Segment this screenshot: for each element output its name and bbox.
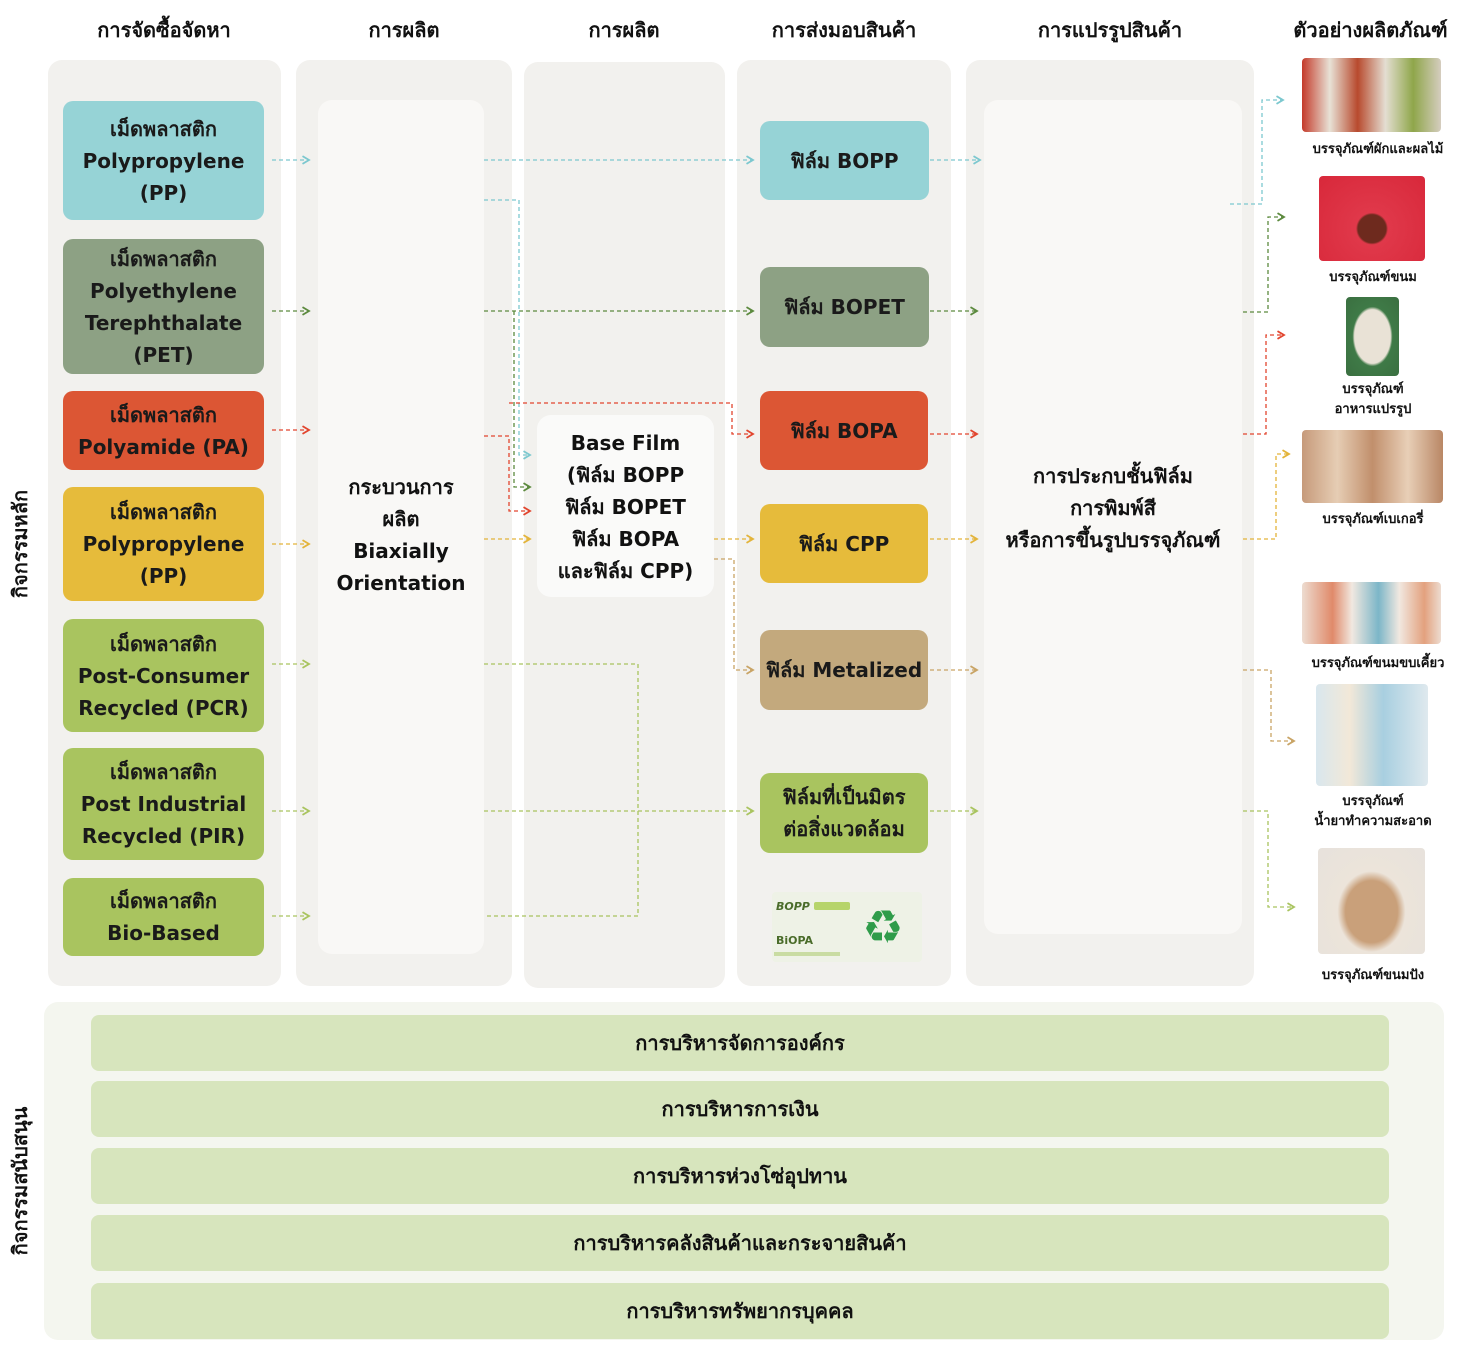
- example-caption: บรรจุภัณฑ์ขนมปัง: [1283, 966, 1463, 986]
- vegetable-fruit-package-image: [1302, 58, 1441, 132]
- raw-material-label: (PET): [133, 342, 194, 367]
- film-label: ฟิล์ม BOPA: [790, 418, 898, 443]
- example-caption-line: บรรจุภัณฑ์เบเกอรี่: [1322, 512, 1424, 527]
- conversion-inner: [984, 100, 1242, 934]
- process-line: ผลิต: [382, 507, 420, 531]
- raw-material-label: เม็ดพลาสติก: [110, 889, 217, 913]
- example-caption-line: บรรจุภัณฑ์ผักและผลไม้: [1312, 142, 1444, 157]
- header-delivery: การส่งมอบสินค้า: [771, 18, 917, 42]
- example-caption-line: บรรจุภัณฑ์: [1342, 382, 1404, 397]
- raw-material-label: (PP): [139, 564, 188, 588]
- example-caption-line: บรรจุภัณฑ์: [1342, 794, 1404, 809]
- raw-material-label: Polypropylene: [82, 532, 245, 556]
- process-line: กระบวนการ: [348, 475, 454, 499]
- bopp-logo: BOPP: [776, 900, 810, 913]
- header-production-1: การผลิต: [368, 18, 440, 42]
- base-film-line: และฟิล์ม CPP): [557, 558, 694, 583]
- film-label: ฟิล์มที่เป็นมิตร: [782, 785, 906, 809]
- film-metalized: ฟิล์ม Metalized: [760, 630, 928, 710]
- raw-material-bio-based: เม็ดพลาสติก Bio-Based: [63, 878, 264, 956]
- example-caption-line: อาหารแปรรูป: [1334, 402, 1412, 417]
- conversion-line: หรือการขึ้นรูปบรรจุภัณฑ์: [1005, 528, 1221, 552]
- raw-material-pp: เม็ดพลาสติก Polypropylene (PP): [63, 101, 264, 220]
- conversion-line: การประกบชั้นฟิล์ม: [1033, 464, 1193, 488]
- example-caption: บรรจุภัณฑ์น้ำยาทำความสะอาด: [1283, 792, 1463, 832]
- raw-material-label: Post-Consumer: [77, 663, 250, 688]
- raw-material-label: Polypropylene: [82, 148, 245, 173]
- process-line: Orientation: [336, 571, 466, 595]
- film-label: ฟิล์ม BOPET: [784, 295, 905, 319]
- example-caption-line: บรรจุภัณฑ์ขนมปัง: [1321, 968, 1425, 983]
- process-line: Biaxially: [353, 539, 449, 563]
- base-film-line: (ฟิล์ม BOPP: [566, 462, 685, 487]
- header-procurement: การจัดซื้อจัดหา: [97, 18, 231, 42]
- base-film-label: Base Film (ฟิล์ม BOPP ฟิล์ม BOPET ฟิล์ม BOP…: [537, 424, 714, 589]
- support-activity-bar: การบริหารห่วงโซ่อุปทาน: [91, 1148, 1389, 1204]
- film-label: ฟิล์ม CPP: [798, 531, 890, 556]
- header-examples: ตัวอย่างผลิตภัณฑ์: [1293, 18, 1448, 42]
- example-caption-line: บรรจุภัณฑ์ขนมขบเคี้ยว: [1311, 656, 1445, 671]
- conversion-label: การประกบชั้นฟิล์มการพิมพ์สีหรือการขึ้นรู…: [984, 458, 1242, 558]
- film-cpp: ฟิล์ม CPP: [760, 504, 928, 583]
- raw-material-label: Polyethylene: [90, 278, 237, 303]
- raw-material-label: เม็ดพลาสติก: [110, 116, 217, 141]
- film-bopp: ฟิล์ม BOPP: [760, 121, 929, 200]
- header-production-2: การผลิต: [588, 18, 660, 42]
- base-film-box: [537, 415, 714, 597]
- eco-logos: BOPP BiOPA ♻: [772, 892, 922, 962]
- snack-pouch-image: [1302, 582, 1441, 644]
- raw-material-label: Polyamide (PA): [78, 434, 249, 459]
- example-caption: บรรจุภัณฑ์อาหารแปรรูป: [1283, 380, 1463, 420]
- snack-package-image: [1319, 176, 1425, 261]
- raw-material-label: Recycled (PCR): [78, 695, 249, 720]
- film-label: ฟิล์ม Metalized: [765, 658, 923, 682]
- conversion-line: การพิมพ์สี: [1070, 496, 1156, 520]
- example-caption-line: บรรจุภัณฑ์ขนม: [1329, 270, 1417, 285]
- support-activity-bar: การบริหารจัดการองค์กร: [91, 1015, 1389, 1071]
- bread-package-image: [1318, 848, 1425, 954]
- logo-strip: [774, 952, 840, 956]
- example-caption: บรรจุภัณฑ์ขนม: [1283, 268, 1463, 288]
- raw-material-pp-2: เม็ดพลาสติก Polypropylene (PP): [63, 487, 264, 601]
- support-activity-bar: การบริหารการเงิน: [91, 1081, 1389, 1137]
- process-inner: [318, 100, 484, 954]
- raw-material-pa: เม็ดพลาสติก Polyamide (PA): [63, 391, 264, 470]
- base-film-line: ฟิล์ม BOPET: [565, 494, 686, 519]
- bopp-logo-bar: [814, 902, 850, 910]
- raw-material-label: เม็ดพลาสติก: [110, 402, 217, 427]
- processed-food-package-image: [1346, 297, 1399, 376]
- recycle-icon: ♻: [862, 900, 904, 954]
- support-activity-bar: การบริหารคลังสินค้าและกระจายสินค้า: [91, 1215, 1389, 1271]
- raw-material-label: เม็ดพลาสติก: [110, 631, 217, 656]
- example-caption: บรรจุภัณฑ์ผักและผลไม้: [1283, 140, 1473, 160]
- biopa-logo: BiOPA: [776, 934, 814, 947]
- example-caption-line: น้ำยาทำความสะอาด: [1314, 814, 1432, 829]
- raw-material-label: (PP): [139, 180, 188, 205]
- film-label: ต่อสิ่งแวดล้อม: [783, 817, 905, 841]
- raw-material-label: Bio-Based: [107, 921, 220, 945]
- film-bopa: ฟิล์ม BOPA: [760, 391, 928, 470]
- example-caption: บรรจุภัณฑ์เบเกอรี่: [1283, 510, 1463, 530]
- cleaning-refill-image: [1316, 684, 1428, 786]
- header-conversion: การแปรรูปสินค้า: [1037, 18, 1183, 42]
- base-film-line: ฟิล์ม BOPA: [571, 526, 680, 551]
- film-label: ฟิล์ม BOPP: [790, 148, 899, 173]
- support-activity-bar: การบริหารทรัพยากรบุคคล: [91, 1283, 1389, 1339]
- film-bopet: ฟิล์ม BOPET: [760, 267, 929, 347]
- raw-material-label: Post Industrial: [80, 792, 247, 816]
- raw-material-label: Recycled (PIR): [81, 824, 246, 848]
- raw-material-label: เม็ดพลาสติก: [110, 500, 217, 524]
- raw-material-label: เม็ดพลาสติก: [110, 760, 217, 784]
- base-film-line: Base Film: [570, 430, 681, 455]
- example-caption: บรรจุภัณฑ์ขนมขบเคี้ยว: [1283, 654, 1473, 674]
- bakery-package-image: [1302, 430, 1443, 503]
- raw-material-label: Terephthalate: [84, 310, 243, 335]
- film-eco-friendly: ฟิล์มที่เป็นมิตรต่อสิ่งแวดล้อม: [760, 773, 928, 853]
- raw-material-label: เม็ดพลาสติก: [110, 246, 217, 271]
